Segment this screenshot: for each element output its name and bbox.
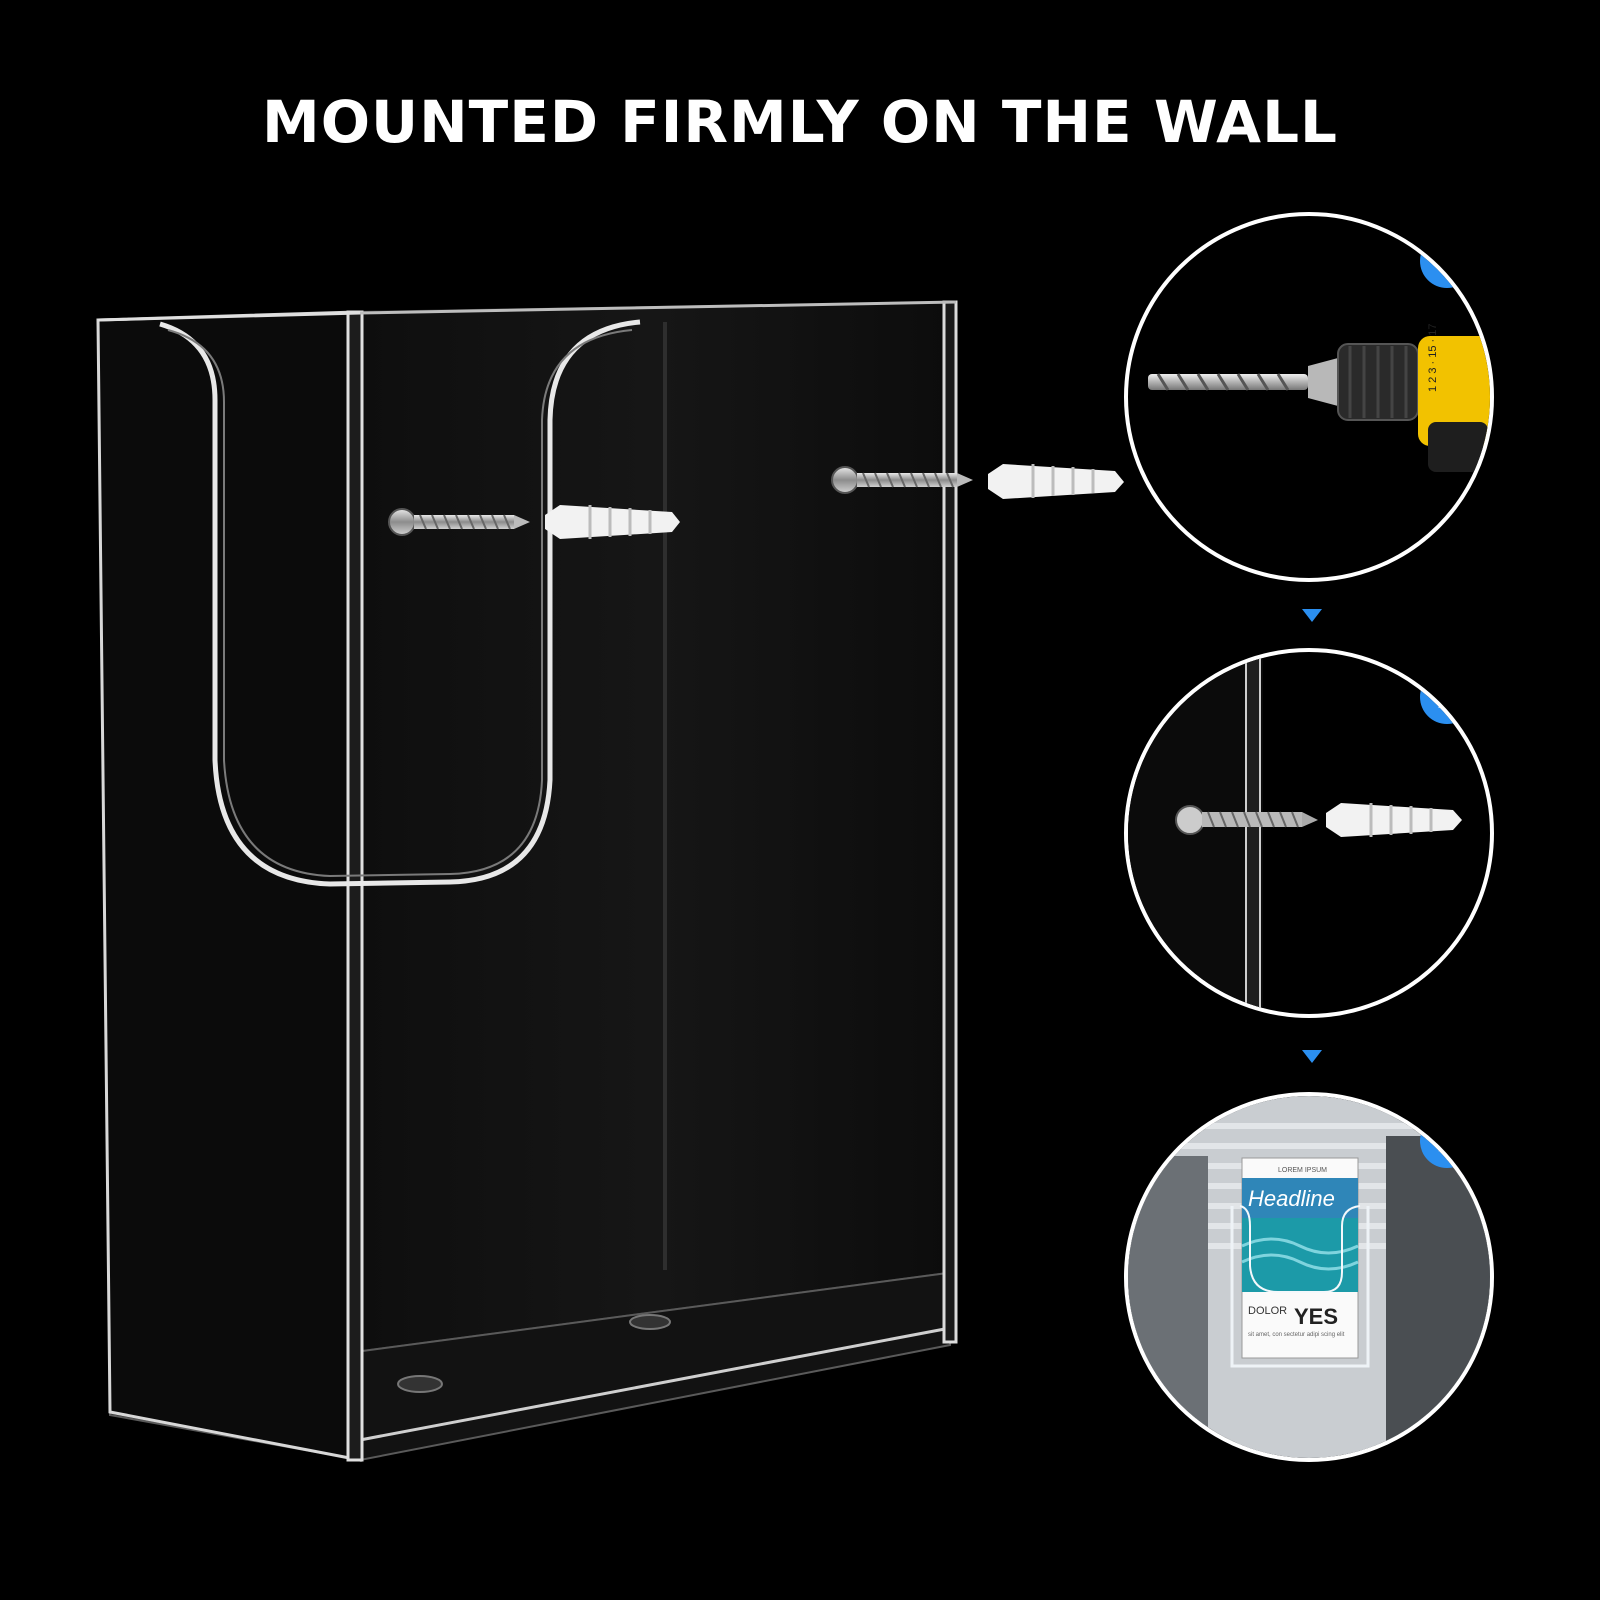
back-panel [354,300,956,1354]
drill-icon: 1 2 3 · 15 · 17 [1148,324,1490,472]
page-title: MOUNTED FIRMLY ON THE WALL [261,88,1338,156]
svg-text:1 2 3 · 15 · 17: 1 2 3 · 15 · 17 [1427,324,1439,393]
brochure-holder-icon: LOREM IPSUM Headline DOLOR YES sit amet,… [1128,1096,1490,1458]
screw-icon [1128,652,1462,1014]
svg-text:YES: YES [1294,1304,1338,1329]
wall-anchor-right-icon [988,464,1124,499]
front-cutout [159,319,641,887]
arrow-down-icon [1302,609,1322,622]
step-3-badge: 3 [1420,1114,1474,1168]
step-1-badge: 1 [1420,234,1474,288]
svg-text:LOREM IPSUM: LOREM IPSUM [1278,1167,1327,1174]
step-2-badge: 2 [1420,670,1474,724]
arrow-down-icon [1302,1050,1322,1063]
step-3-mounted-circle: LOREM IPSUM Headline DOLOR YES sit amet,… [1124,1092,1494,1462]
right-edge [942,300,958,1344]
svg-text:Headline: Headline [1248,1186,1335,1211]
svg-text:sit amet, con sectetur adipi s: sit amet, con sectetur adipi scing elit [1248,1332,1345,1338]
wall-anchor-left-icon [545,505,680,539]
step-2-screw-circle: 2 [1124,648,1494,1018]
svg-text:DOLOR: DOLOR [1248,1305,1287,1317]
side-panel [96,310,362,1462]
screw-right-icon [831,466,973,494]
screw-left-icon [388,508,530,536]
step-1-drill-circle: 1 2 3 · 15 · 17 1 [1124,212,1494,582]
